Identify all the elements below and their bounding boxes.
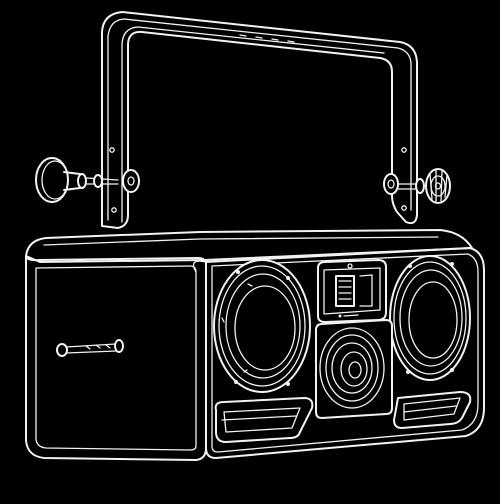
left-bass-port [214, 397, 314, 443]
tweeter-module [317, 259, 387, 323]
right-woofer [389, 255, 471, 381]
left-woofer [213, 259, 311, 393]
left-mounting-knob [35, 157, 119, 203]
speaker-cabinet [25, 229, 485, 461]
right-bass-port [393, 391, 472, 429]
mounting-bracket [101, 11, 418, 229]
right-mounting-knob [397, 168, 451, 204]
midrange-driver [315, 319, 393, 419]
